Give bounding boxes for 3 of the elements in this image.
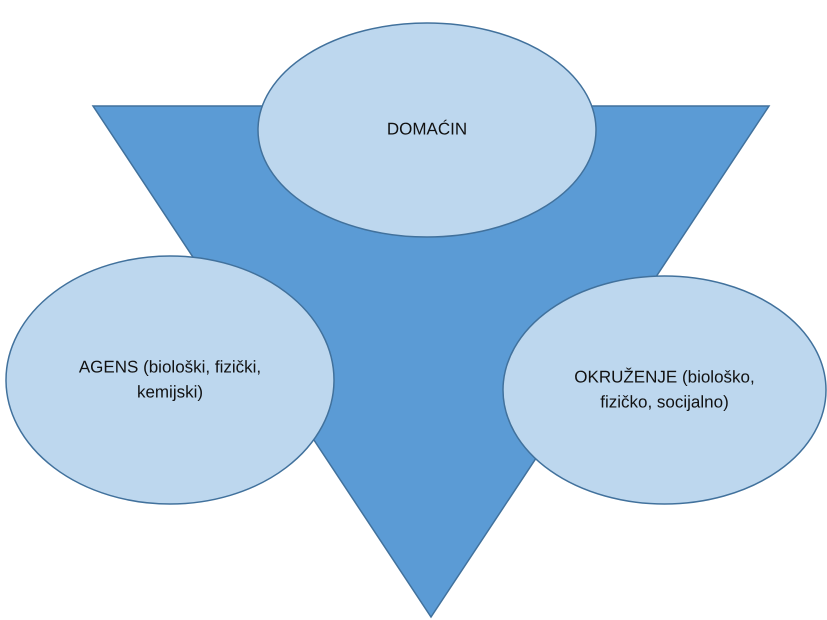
node-label: DOMAĆIN	[386, 118, 468, 141]
node-label: OKRUŽENJE (biološko, fizičko, socijalno)	[573, 366, 756, 413]
node-label: AGENS (biološki, fizički, kemijski)	[78, 356, 262, 403]
